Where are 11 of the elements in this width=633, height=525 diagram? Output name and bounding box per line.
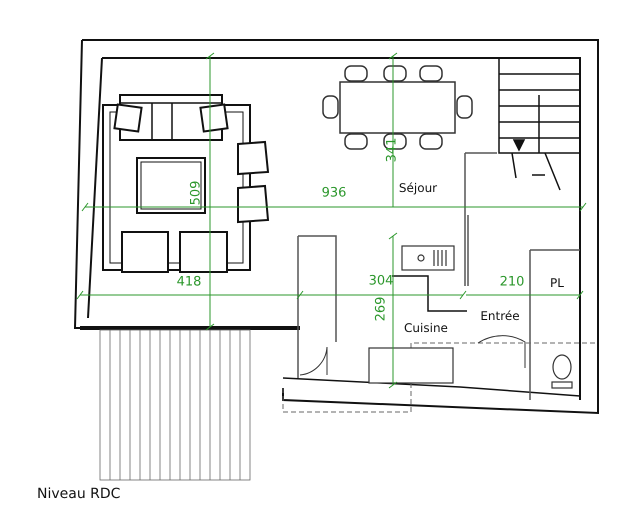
- dimension-value: 210: [500, 276, 524, 288]
- dimension-value: 269: [374, 296, 388, 322]
- dimension-value: 418: [176, 276, 202, 288]
- room-label: Cuisine: [404, 322, 448, 334]
- dimension-value: 936: [322, 186, 346, 200]
- dimension-value: 509: [190, 180, 202, 206]
- plan-caption: Niveau RDC: [37, 486, 120, 502]
- dimension-value: 304: [368, 274, 394, 288]
- room-label: PL: [550, 277, 564, 289]
- room-label: Entrée: [480, 310, 520, 322]
- room-label: Séjour: [398, 182, 438, 194]
